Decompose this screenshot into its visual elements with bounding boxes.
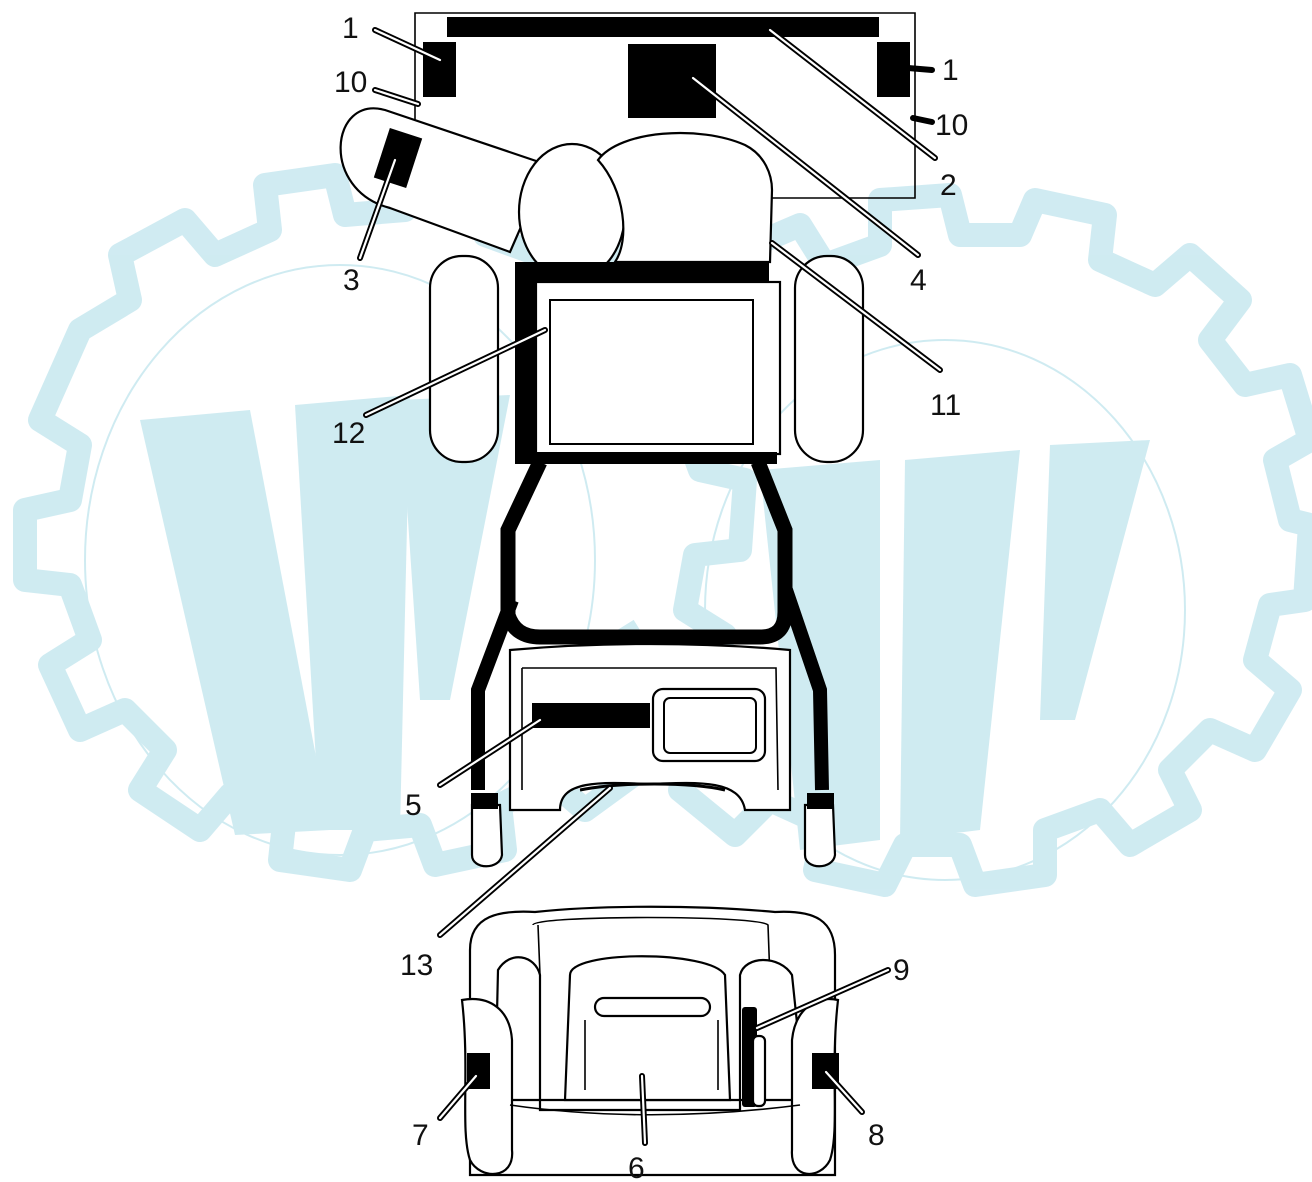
leader-lines <box>357 27 943 1146</box>
callout-label: 5 <box>405 789 422 822</box>
seat-frame <box>471 458 829 791</box>
side-cushion-left <box>428 254 500 464</box>
lower-panel <box>508 642 792 812</box>
sensor-3 <box>373 128 423 188</box>
callout-label: 12 <box>332 417 365 450</box>
callout-label: 10 <box>334 66 367 99</box>
pad-right-1 <box>877 42 910 97</box>
callout-label: 4 <box>910 264 927 297</box>
callout-label: 11 <box>930 389 961 422</box>
callout-label: 2 <box>940 169 957 202</box>
callout-label: 6 <box>628 1152 645 1182</box>
side-cushion-right <box>793 254 865 464</box>
callout-label: 3 <box>343 264 360 297</box>
callout-label: 7 <box>412 1119 429 1152</box>
pad-left-1 <box>423 42 456 97</box>
callout-labels: 1 1 10 10 2 3 4 11 12 5 13 9 7 8 6 <box>332 12 968 1182</box>
headrest-11 <box>596 131 774 264</box>
strap-5 <box>532 703 650 728</box>
foot-left <box>470 803 504 868</box>
headrest-assembly <box>339 107 774 282</box>
foot-right <box>803 803 837 868</box>
callout-label: 1 <box>342 12 359 45</box>
control-box <box>651 687 767 763</box>
callout-label: 13 <box>400 949 433 982</box>
backrest <box>515 262 782 464</box>
callout-label: 1 <box>942 54 959 87</box>
callout-label: 8 <box>868 1119 885 1152</box>
callout-label: 9 <box>893 954 910 987</box>
backrest-panel <box>534 280 782 456</box>
display-12 <box>549 299 754 445</box>
seat-cushion-6 <box>460 905 840 1177</box>
block-4 <box>628 44 716 118</box>
edge-13 <box>579 782 726 792</box>
strap-bar-2 <box>447 17 879 37</box>
callout-label: 10 <box>935 109 968 142</box>
